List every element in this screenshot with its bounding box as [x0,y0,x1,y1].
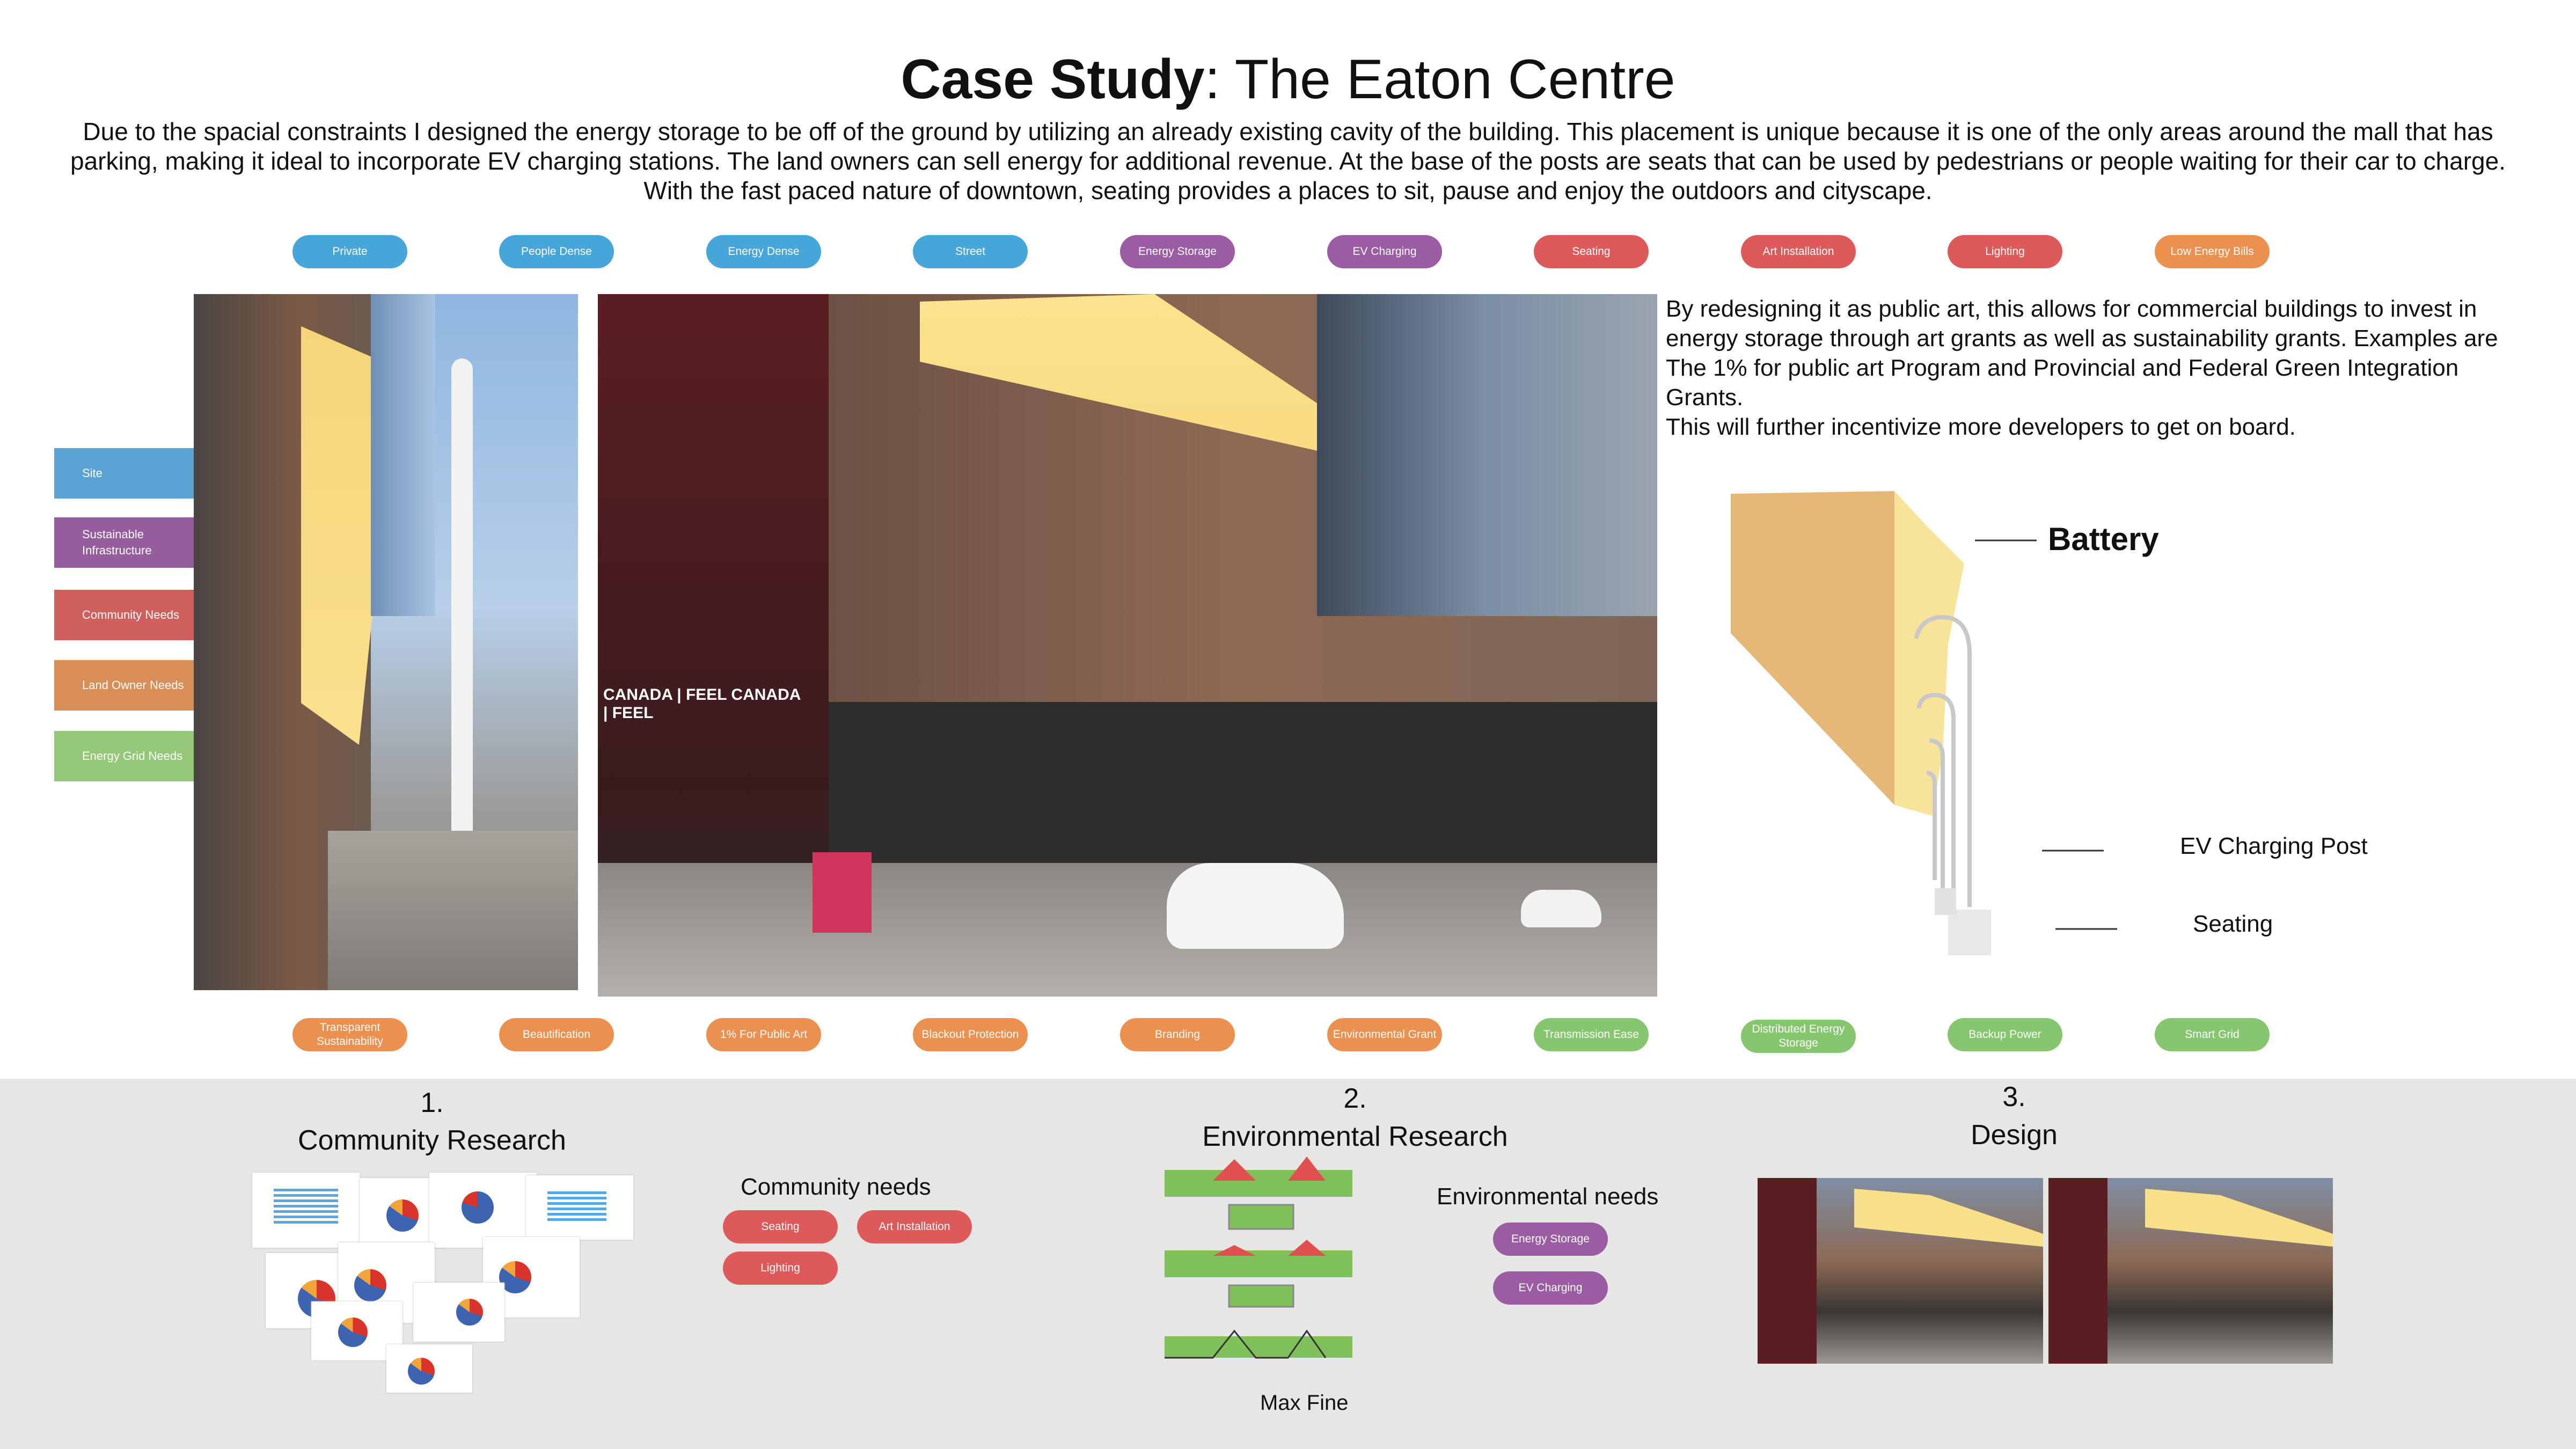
tag-blackout-protection: Blackout Protection [913,1018,1028,1051]
battery-front-face [1731,491,1894,805]
canada-sign: CANADA | FEEL CANADA | FEEL [603,686,801,722]
tag-smart-grid: Smart Grid [2155,1018,2270,1051]
tag-street: Street [913,235,1028,268]
legend-land-owner-needs: Land Owner Needs [54,660,194,711]
community-needs-title: Community needs [741,1174,931,1200]
tag-backup-power: Backup Power [1948,1018,2062,1051]
seating-label: Seating [2193,911,2273,937]
tag-seating: Seating [1534,235,1649,268]
step-3-number: 3. [2002,1081,2026,1113]
community-need-seating: Seating [723,1210,838,1243]
intro-paragraph: Due to the spacial constraints I designe… [70,118,2506,204]
environmental-need-ev-charging: EV Charging [1493,1271,1608,1305]
legend-community-needs: Community Needs [54,590,194,640]
community-need-art-installation: Art Installation [857,1210,972,1243]
tag-lighting: Lighting [1948,235,2062,268]
tag-private: Private [292,235,407,268]
step-3-title: Design [1971,1119,2058,1151]
page-title: Case Study: The Eaton Centre [901,48,1675,111]
tag-beautification: Beautification [499,1018,614,1051]
energy-load-diagram [1165,1157,1352,1359]
grants-paragraph: By redesigning it as public art, this al… [1666,296,2498,440]
design-render-1 [1758,1178,2043,1364]
tag-transparent-sustainability: Transparent Sustainability [292,1018,407,1051]
legend-sustainable-infrastructure: Sustainable Infrastructure [54,517,194,568]
battery-label: Battery [2048,521,2159,557]
battery-charge-1 [1228,1204,1294,1230]
seat-block [1948,910,1991,955]
author-credit: Max Fine [1260,1391,1349,1415]
ev-charging-post-label: EV Charging Post [2180,833,2368,859]
ev-charging-post-arches [1914,614,1972,907]
legend-energy-grid-needs: Energy Grid Needs [54,731,194,781]
tag-energy-dense: Energy Dense [706,235,821,268]
step-2-title: Environmental Research [1202,1121,1508,1152]
battery-diagram [1731,491,2117,955]
load-chart-1 [1165,1157,1352,1197]
legend-site: Site [54,448,194,499]
community-need-lighting: Lighting [723,1252,838,1285]
survey-results-collage [252,1173,639,1393]
tag-distributed-energy-storage: Distributed Energy Storage [1741,1020,1856,1053]
tag-ev-charging: EV Charging [1327,235,1442,268]
tag-art-installation: Art Installation [1741,235,1856,268]
environmental-needs-title: Environmental needs [1437,1183,1659,1210]
street-photo-side-view [194,294,578,990]
tag-energy-storage: Energy Storage [1120,235,1235,268]
tag-low-energy-bills: Low Energy Bills [2155,235,2270,268]
load-chart-3 [1165,1329,1352,1359]
tag-transmission-ease: Transmission Ease [1534,1018,1649,1051]
step-1-number: 1. [420,1087,444,1118]
environmental-need-energy-storage: Energy Storage [1493,1223,1608,1256]
tag-branding: Branding [1120,1018,1235,1051]
tag-environmental-grant: Environmental Grant [1327,1018,1442,1051]
battery-charge-2 [1228,1284,1294,1308]
tag-public-art: 1% For Public Art [706,1018,821,1051]
design-render-2 [2048,1178,2333,1364]
step-1-title: Community Research [298,1125,566,1156]
street-photo-main-view: CANADA | FEEL CANADA | FEEL [598,294,1657,997]
battery-side-face [1894,491,1964,816]
step-2-number: 2. [1343,1083,1367,1114]
load-chart-2 [1165,1240,1352,1277]
tag-people-dense: People Dense [499,235,614,268]
